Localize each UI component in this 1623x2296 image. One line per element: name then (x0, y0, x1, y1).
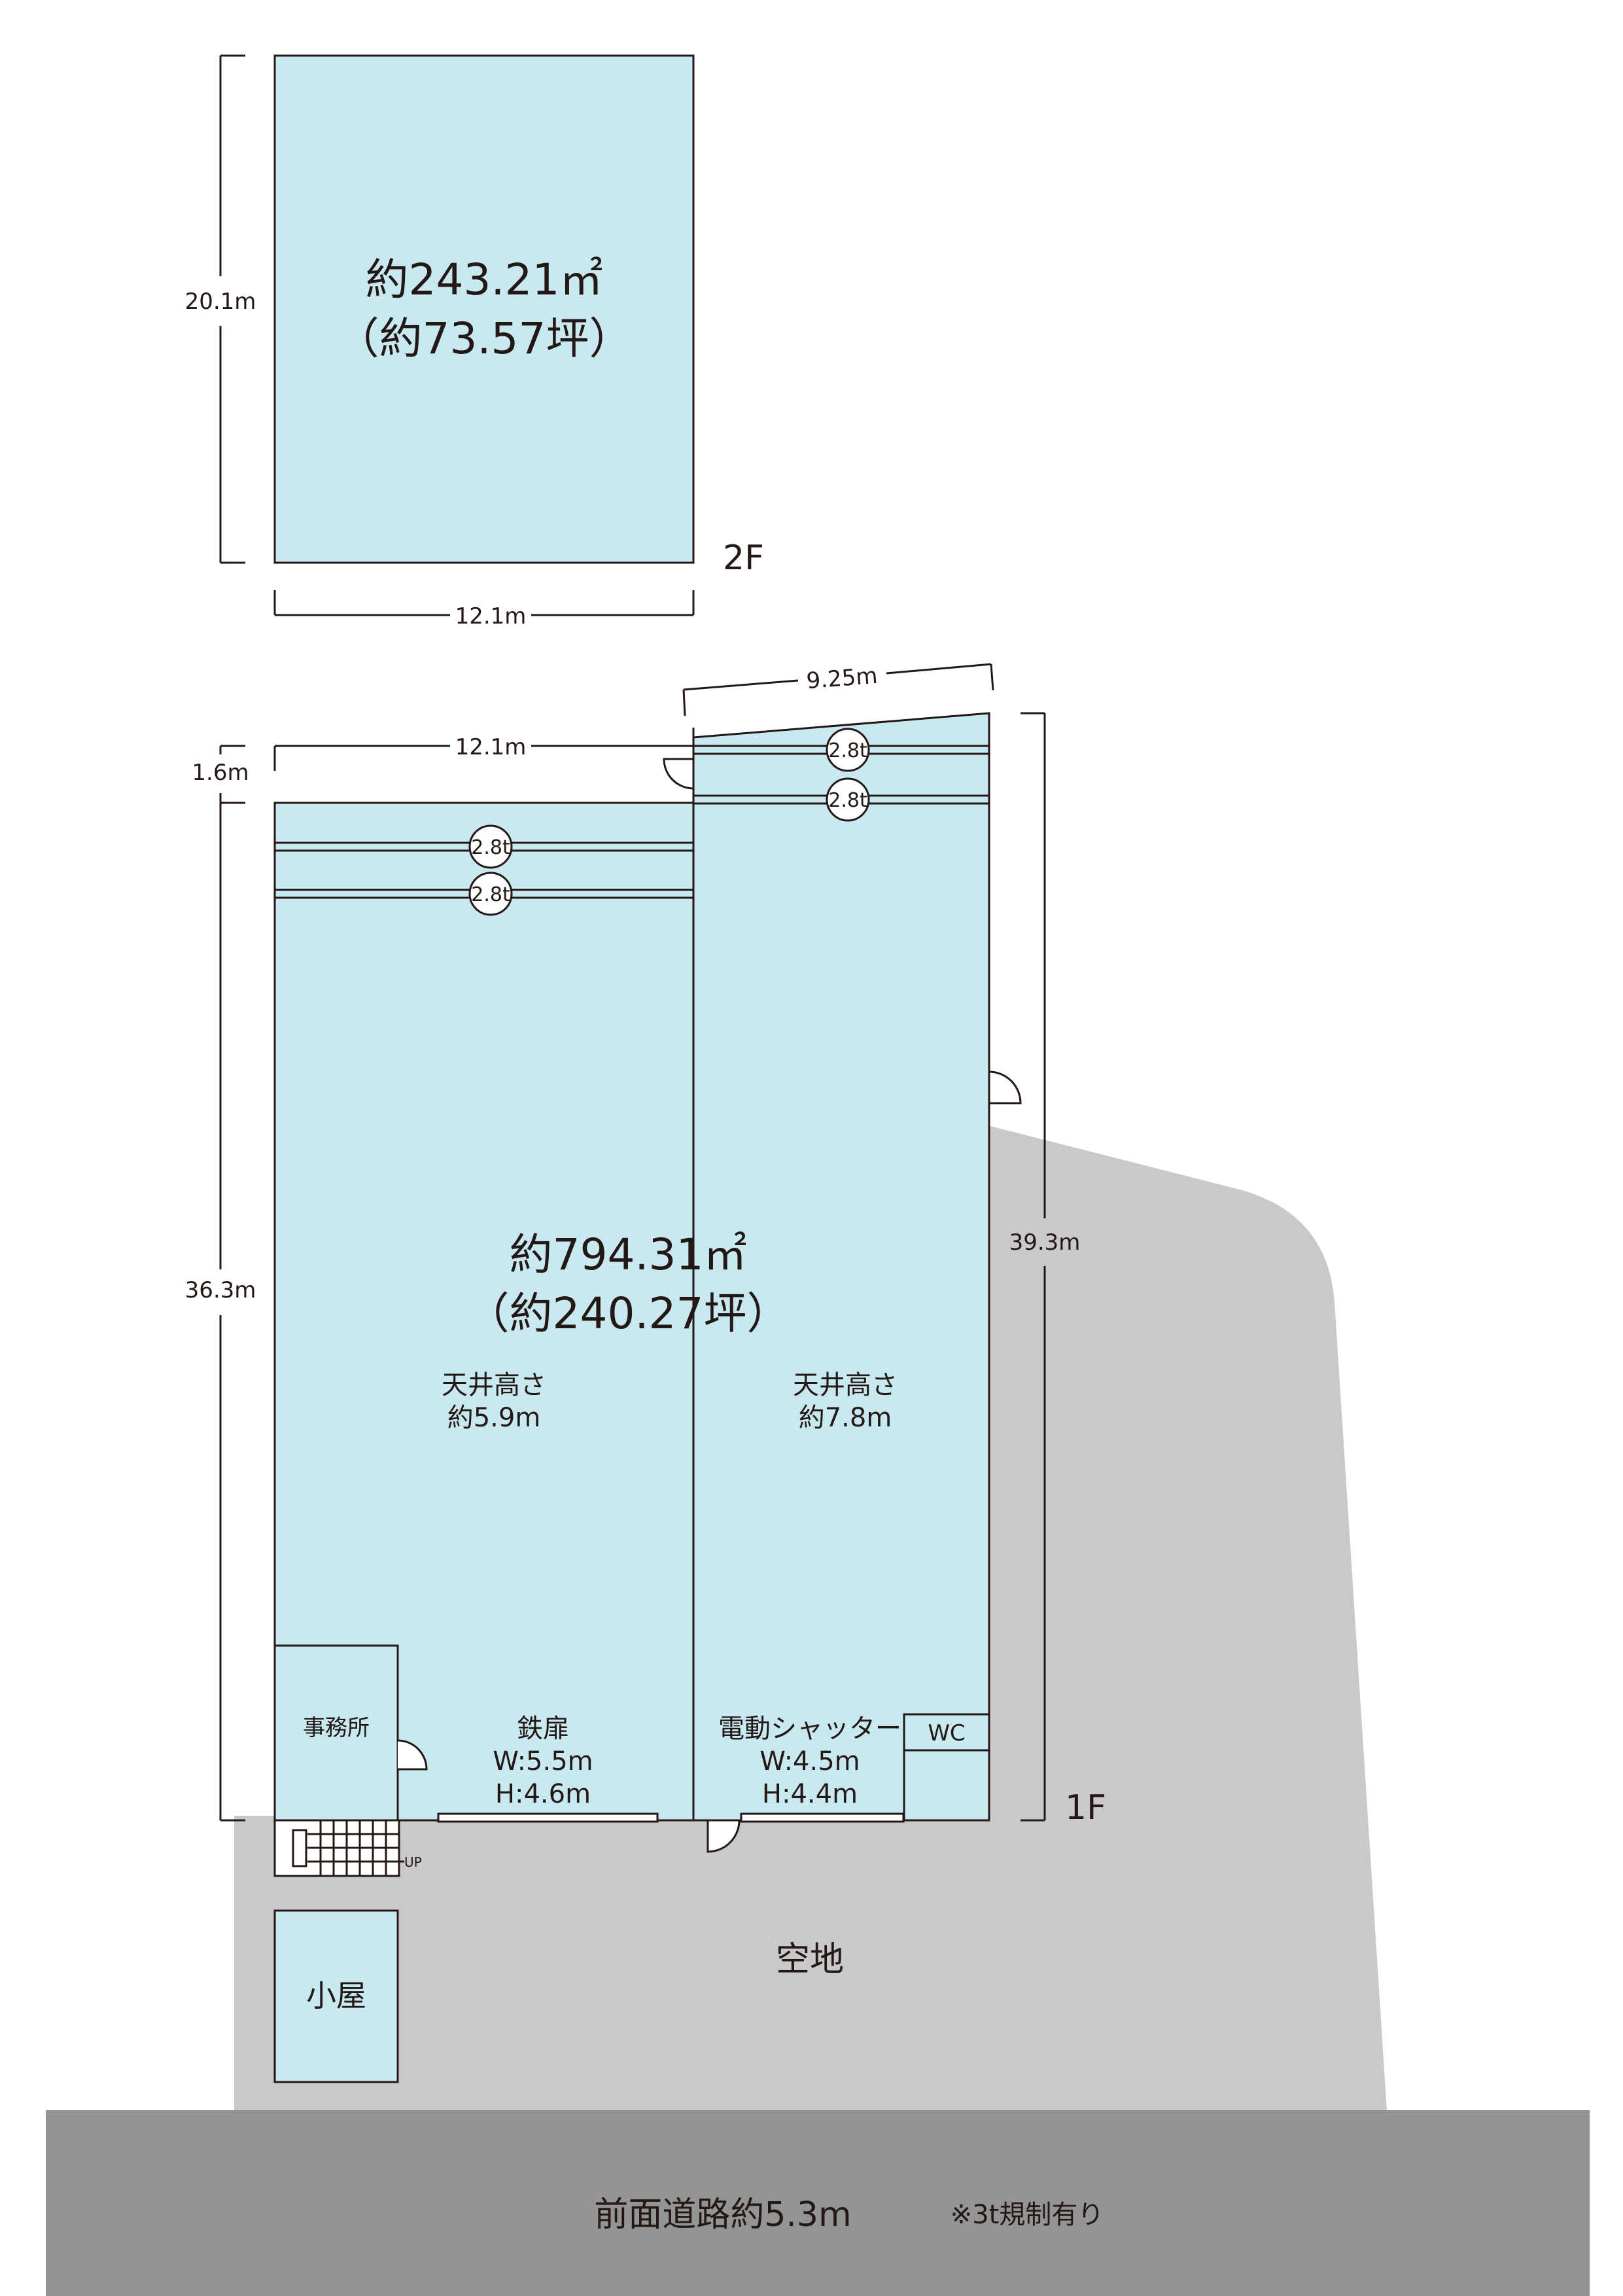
floor1-diagonal-dimension (682, 663, 994, 716)
wc-room (903, 1713, 990, 1752)
floor1-offset-label: 1.6m (192, 760, 249, 786)
shed-label: 小屋 (306, 1978, 366, 2013)
floor1-top-label: 12.1m (455, 734, 527, 760)
steel-door-opening (437, 1812, 659, 1823)
top-door-icon (663, 758, 695, 790)
left-ceiling-label: 天井高さ (442, 1370, 546, 1400)
road-label: 前面道路約5.3m (594, 2195, 851, 2234)
svg-text:2.8t: 2.8t (471, 883, 510, 906)
floor2-height-dimension (219, 54, 245, 564)
floor1-top-dimension (273, 728, 695, 771)
floor1-label: 1F (1065, 1788, 1106, 1828)
floor2-height-label: 20.1m (185, 289, 256, 315)
entry-door-icon (707, 1819, 741, 1853)
side-door-icon (988, 1070, 1022, 1104)
wc-lower-room (903, 1749, 990, 1822)
steel-door-label: 鉄扉 (517, 1714, 569, 1744)
road-note: ※3t規制有り (951, 2200, 1104, 2230)
steel-door-height: H:4.6m (495, 1779, 591, 1809)
shed-room (273, 1909, 399, 2083)
left-ceiling-value: 約5.9m (447, 1403, 541, 1433)
floor1-left-dimension (219, 802, 245, 1822)
svg-text:2.8t: 2.8t (471, 836, 510, 859)
stairs (273, 1819, 404, 1877)
floor2-label: 2F (723, 539, 764, 578)
office-door-icon (397, 1739, 428, 1771)
office-room (273, 1644, 399, 1822)
crane-badge: 2.8t (468, 872, 513, 916)
crane-badge: 2.8t (826, 728, 870, 772)
floor1-left-label: 36.3m (185, 1277, 256, 1303)
yard-area (234, 1125, 1387, 2110)
floor1-area-tsubo: （約240.27坪） (466, 1288, 790, 1339)
shutter-label: 電動シャッター (718, 1714, 901, 1744)
crane-badge: 2.8t (826, 777, 870, 822)
svg-text:2.8t: 2.8t (828, 789, 867, 812)
floor2-room (273, 54, 695, 564)
yard-label: 空地 (776, 1940, 844, 1979)
crane-badge: 2.8t (468, 824, 513, 869)
floor1-area-m2: 約794.31㎡ (510, 1229, 747, 1280)
shutter-height: H:4.4m (762, 1779, 858, 1809)
floor1-right-label: 39.3m (1009, 1229, 1081, 1256)
floor1-offset-dimension (219, 745, 245, 803)
floor1-right-dimension (1021, 712, 1046, 1822)
front-road (46, 2110, 1590, 2296)
stairs-label: UP (404, 1854, 422, 1870)
floor2-width-dimension (273, 590, 695, 616)
shutter-opening (740, 1812, 905, 1823)
steel-door-width: W:5.5m (493, 1746, 593, 1776)
floor2-area-m2: 約243.21㎡ (366, 255, 603, 305)
office-label: 事務所 (303, 1715, 370, 1741)
shutter-width: W:4.5m (759, 1746, 860, 1776)
right-ceiling-label: 天井高さ (793, 1370, 898, 1400)
floor2-area-tsubo: （約73.57坪） (336, 313, 633, 364)
floor2-width-label: 12.1m (455, 603, 527, 629)
wc-label: WC (928, 1720, 965, 1746)
floor1-diagonal-label: 9.25m (805, 663, 879, 694)
svg-text:2.8t: 2.8t (828, 739, 867, 762)
right-ceiling-value: 約7.8m (799, 1403, 892, 1433)
